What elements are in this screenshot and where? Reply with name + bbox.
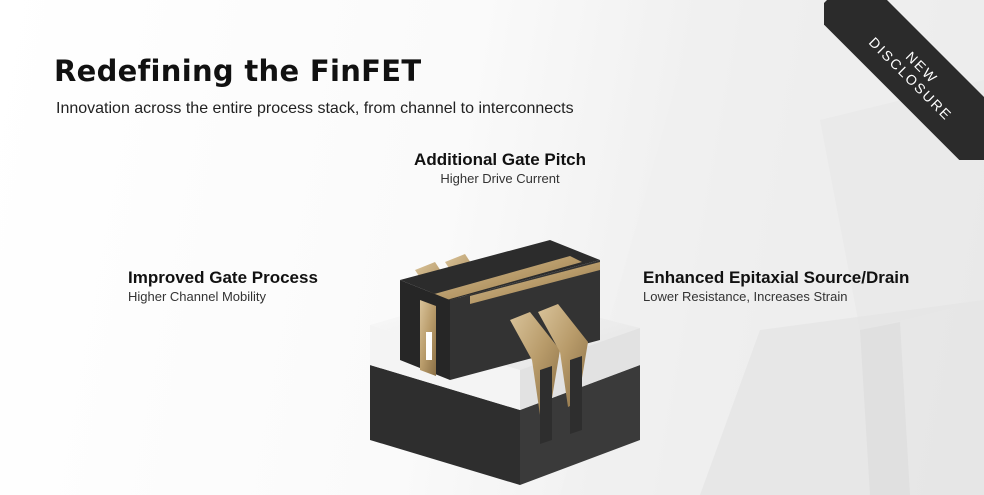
callout-gate-process-detail: Higher Channel Mobility xyxy=(128,289,267,304)
new-disclosure-ribbon: NEW DISCLOSURE xyxy=(824,0,984,160)
slide-title: Redefining the FinFET xyxy=(54,54,422,88)
callout-source-drain-detail: Lower Resistance, Increases Strain xyxy=(643,289,848,304)
gate-slot xyxy=(426,332,432,360)
callout-gate-pitch-heading: Additional Gate Pitch xyxy=(414,150,586,169)
fin-front-2-post xyxy=(570,356,582,434)
finfet-illustration xyxy=(370,240,640,485)
ribbon-band: NEW DISCLOSURE xyxy=(824,0,984,160)
gate-gold-stripe xyxy=(420,256,582,304)
callout-gate-process-heading: Improved Gate Process xyxy=(128,268,318,287)
gate-top xyxy=(400,240,600,300)
slide-subtitle: Innovation across the entire process sta… xyxy=(56,100,574,117)
fin-front-1-post xyxy=(540,366,552,444)
callout-source-drain-heading: Enhanced Epitaxial Source/Drain xyxy=(643,268,910,287)
ribbon-line-2: DISCLOSURE xyxy=(865,33,956,124)
callout-gate-pitch: Additional Gate Pitch Higher Drive Curre… xyxy=(400,150,600,188)
gate-side-gold xyxy=(470,262,600,304)
callout-gate-pitch-detail: Higher Drive Current xyxy=(440,171,560,186)
callout-gate-process: Improved Gate Process Higher Channel Mob… xyxy=(128,268,318,306)
callout-source-drain: Enhanced Epitaxial Source/Drain Lower Re… xyxy=(643,268,909,306)
substrate-left-face xyxy=(370,365,520,485)
